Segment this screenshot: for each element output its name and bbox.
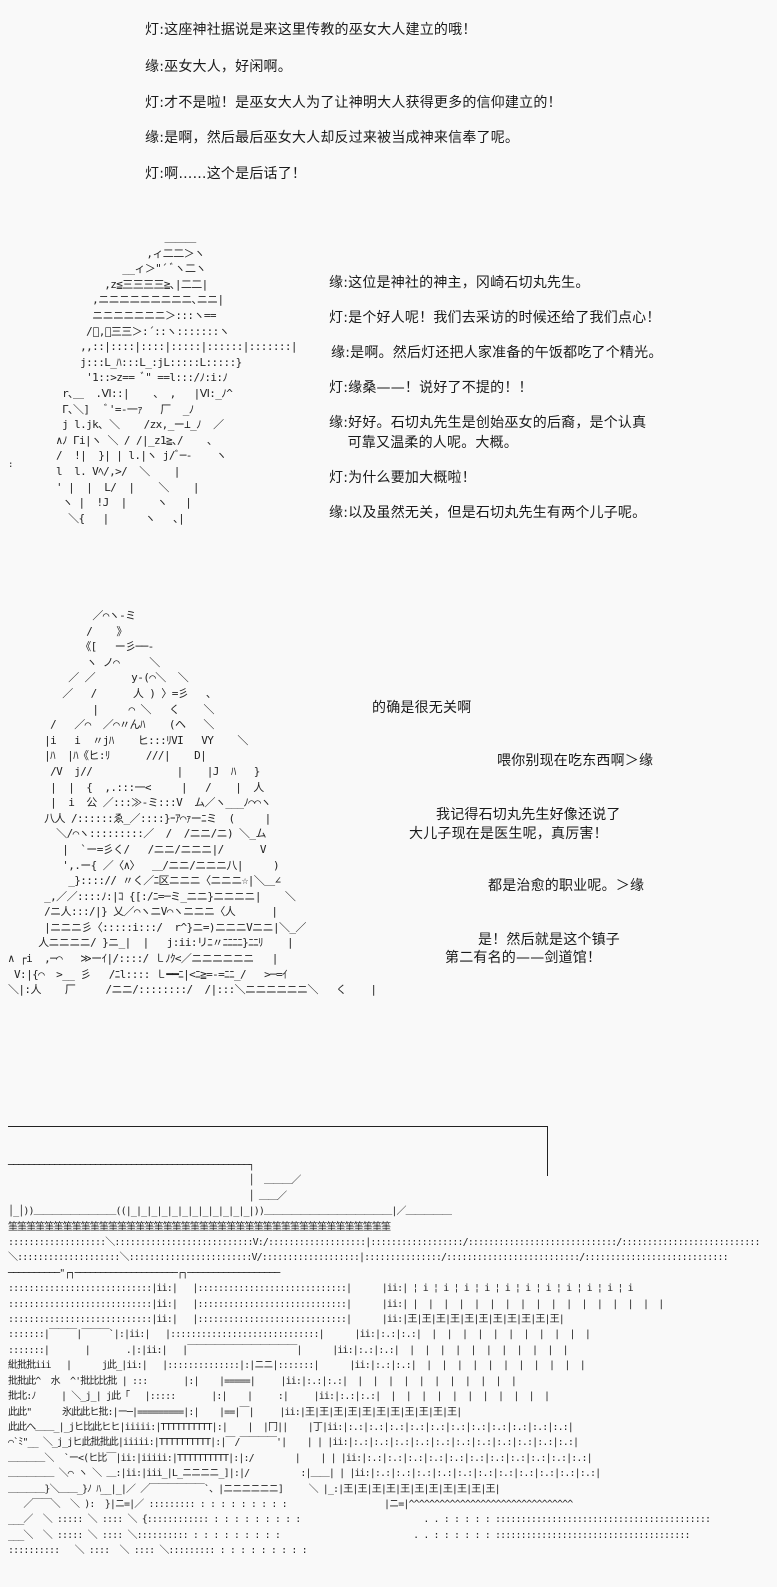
dialogue-line: 缘:以及虽然无关，但是石切丸先生有两个儿子呢。	[329, 505, 647, 521]
ascii-art-dojo: ────────────────────────────────────────…	[8, 1160, 760, 1557]
dialogue-line: 可靠又温柔的人呢。大概。	[329, 435, 518, 451]
dialogue-line: 我记得石切丸先生好像还说了	[436, 807, 621, 823]
dialogue-line: 都是治愈的职业呢。＞缘	[488, 878, 645, 894]
dialogue-line: 灯:是个好人呢！我们去采访的时候还给了我们点心！	[329, 310, 661, 326]
roof-edge	[547, 1126, 548, 1176]
dialogue-line: 缘:这位是神社的神主，冈崎石切丸先生。	[329, 275, 590, 291]
dialogue-line: 灯:才不是啦！是巫女大人为了让神明大人获得更多的信仰建立的！	[145, 95, 562, 111]
dialogue-line: 是！然后就是这个镇子	[478, 932, 620, 948]
dialogue-line: 灯:为什么要加大概啦！	[329, 470, 476, 486]
ascii-art-group: ／⌒ヽ-ミ / 》 《[ ー彡──- ヽ ノ⌒ ＼ ／ ／ y-(⌒＼ ＼ ／ …	[8, 609, 377, 997]
dialogue-line: 大儿子现在是医生呢，真厉害！	[409, 826, 608, 842]
dialogue-line: 灯:啊……这个是后话了！	[145, 166, 307, 182]
ascii-dot: :	[8, 460, 13, 470]
ascii-art-priest: ＿＿＿ ,ィ二二＞ヽ __ィ＞"´ ﾞヽ二ヽ ,z≦三三三三≧､|二二| ,ニニ…	[56, 231, 298, 525]
roof-line	[8, 1126, 548, 1127]
dialogue-line: 灯:缘桑——！说好了不提的！！	[329, 380, 533, 396]
dialogue-line: 的确是很无关啊	[372, 700, 472, 716]
dialogue-line: 缘:是啊，然后最后巫女大人却反过来被当成神来信奉了呢。	[145, 130, 520, 146]
dialogue-line: 缘:好好。石切丸先生是创始巫女的后裔，是个认真	[329, 415, 647, 431]
dialogue-line: 缘:巫女大人，好闲啊。	[145, 59, 292, 75]
dialogue-line: 第二有名的——剑道馆！	[445, 950, 602, 966]
dialogue-line: 喂你别现在吃东西啊＞缘	[497, 753, 654, 769]
dialogue-line: 灯:这座神社据说是来这里传教的巫女大人建立的哦！	[145, 22, 477, 38]
dialogue-line: 缘:是啊。然后灯还把人家准备的午饭都吃了个精光。	[331, 345, 663, 361]
